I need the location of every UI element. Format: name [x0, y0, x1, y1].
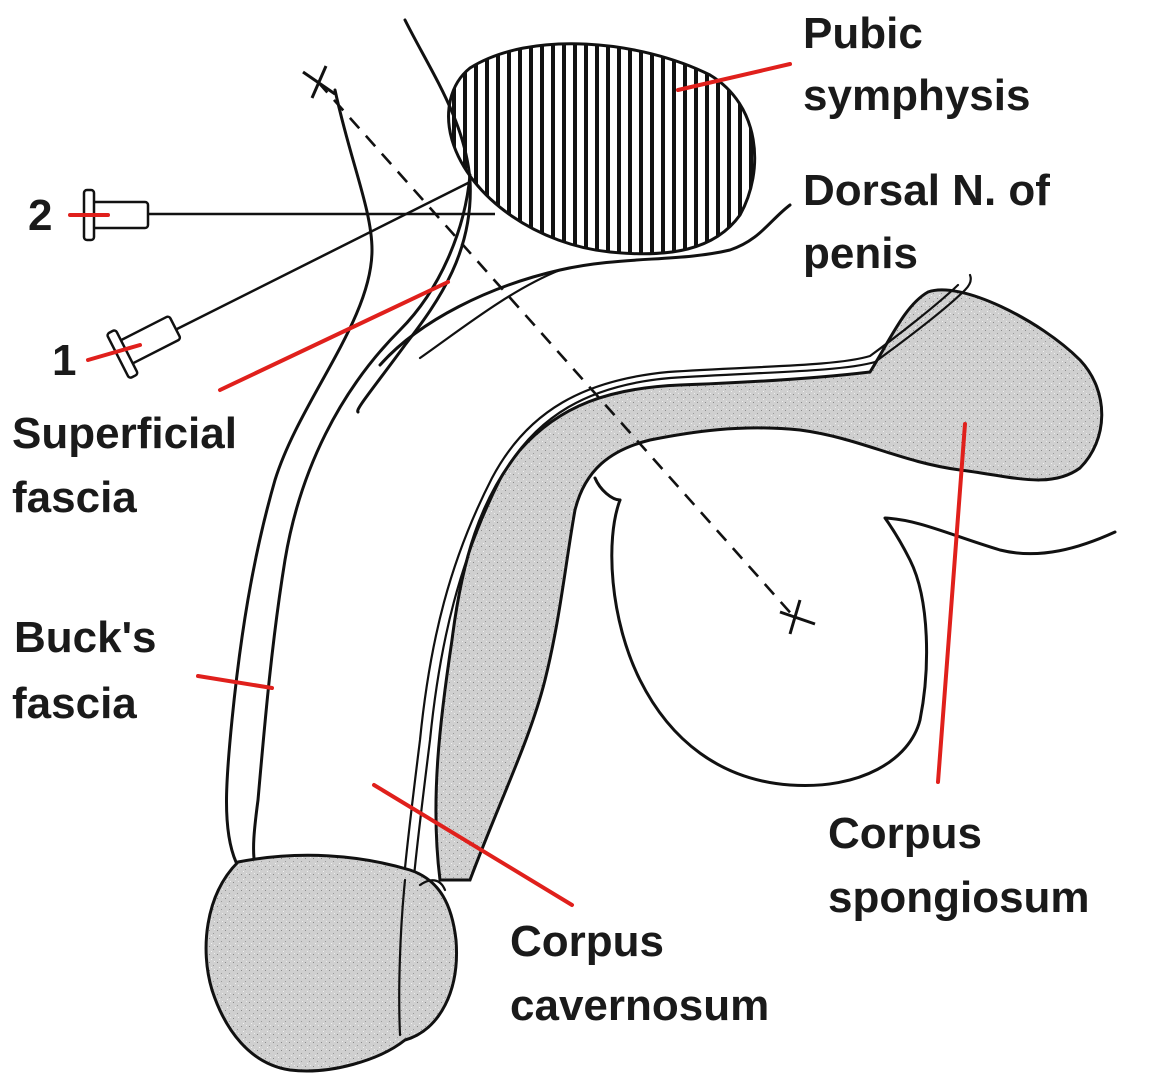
scrotum-top [595, 478, 620, 500]
label-corpus-cavernosum-1: Corpus [510, 917, 664, 966]
label-bucks-fascia: fascia [12, 679, 137, 728]
label-superficial-fascia: fascia [12, 473, 137, 522]
label-needle-1: 1 [52, 336, 76, 385]
label-symphysis: symphysis [803, 71, 1030, 120]
leader-corpus-spongiosum [938, 424, 965, 782]
pubic-symphysis-shape [449, 44, 755, 254]
label-dorsal-n-of: Dorsal N. of [803, 166, 1050, 215]
label-corpus-spongiosum-1: Corpus [828, 809, 982, 858]
skin-outline [358, 20, 471, 412]
needle-2 [84, 190, 495, 240]
corpus-cavernosum-shape [436, 290, 1102, 880]
needle-1 [107, 182, 470, 379]
glans-shape [206, 855, 456, 1071]
label-penis: penis [803, 229, 918, 278]
label-corpus-spongiosum-2: spongiosum [828, 873, 1090, 922]
cross-mark-top [303, 66, 335, 98]
label-superficial: Superficial [12, 409, 237, 458]
scrotum-outline [612, 500, 1115, 786]
superficial-fascia-line [227, 90, 373, 862]
label-bucks: Buck's [14, 613, 157, 662]
label-corpus-cavernosum-2: cavernosum [510, 981, 769, 1030]
label-pubic: Pubic [803, 9, 923, 58]
label-needle-2: 2 [28, 191, 52, 240]
